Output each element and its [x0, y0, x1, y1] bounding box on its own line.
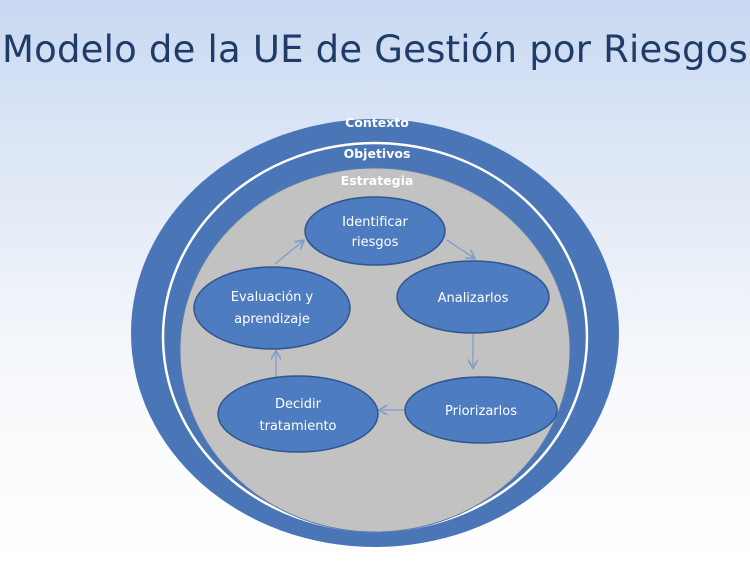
node-decidir-label-line2: tratamiento [259, 419, 336, 434]
node-priorizarlos: Priorizarlos [404, 376, 558, 444]
node-priorizar-label: Priorizarlos [445, 404, 517, 419]
node-identificar-riesgos: Identificar riesgos [304, 196, 446, 266]
page-title: Modelo de la UE de Gestión por Riesgos [2, 28, 748, 71]
arrow-identificar-to-analizar [446, 239, 474, 258]
node-analizarlos: Analizarlos [396, 260, 550, 334]
node-analizar-label: Analizarlos [438, 291, 509, 306]
node-decidir-label-line1: Decidir [275, 397, 322, 412]
ring-label-contexto: Contexto [345, 115, 409, 130]
ring-label-estrategia: Estrategia [341, 173, 414, 188]
node-decidir-tratamiento: Decidir tratamiento [217, 375, 379, 453]
node-evaluacion-label-line2: aprendizaje [234, 312, 310, 327]
arrow-evaluacion-to-identificar [274, 241, 303, 265]
node-evaluacion-aprendizaje: Evaluación y aprendizaje [193, 266, 351, 350]
ring-label-objetivos: Objetivos [344, 146, 411, 161]
node-identificar-label-line2: riesgos [352, 235, 399, 250]
node-identificar-label-line1: Identificar [342, 215, 408, 230]
node-evaluacion-label-line1: Evaluación y [231, 290, 314, 305]
